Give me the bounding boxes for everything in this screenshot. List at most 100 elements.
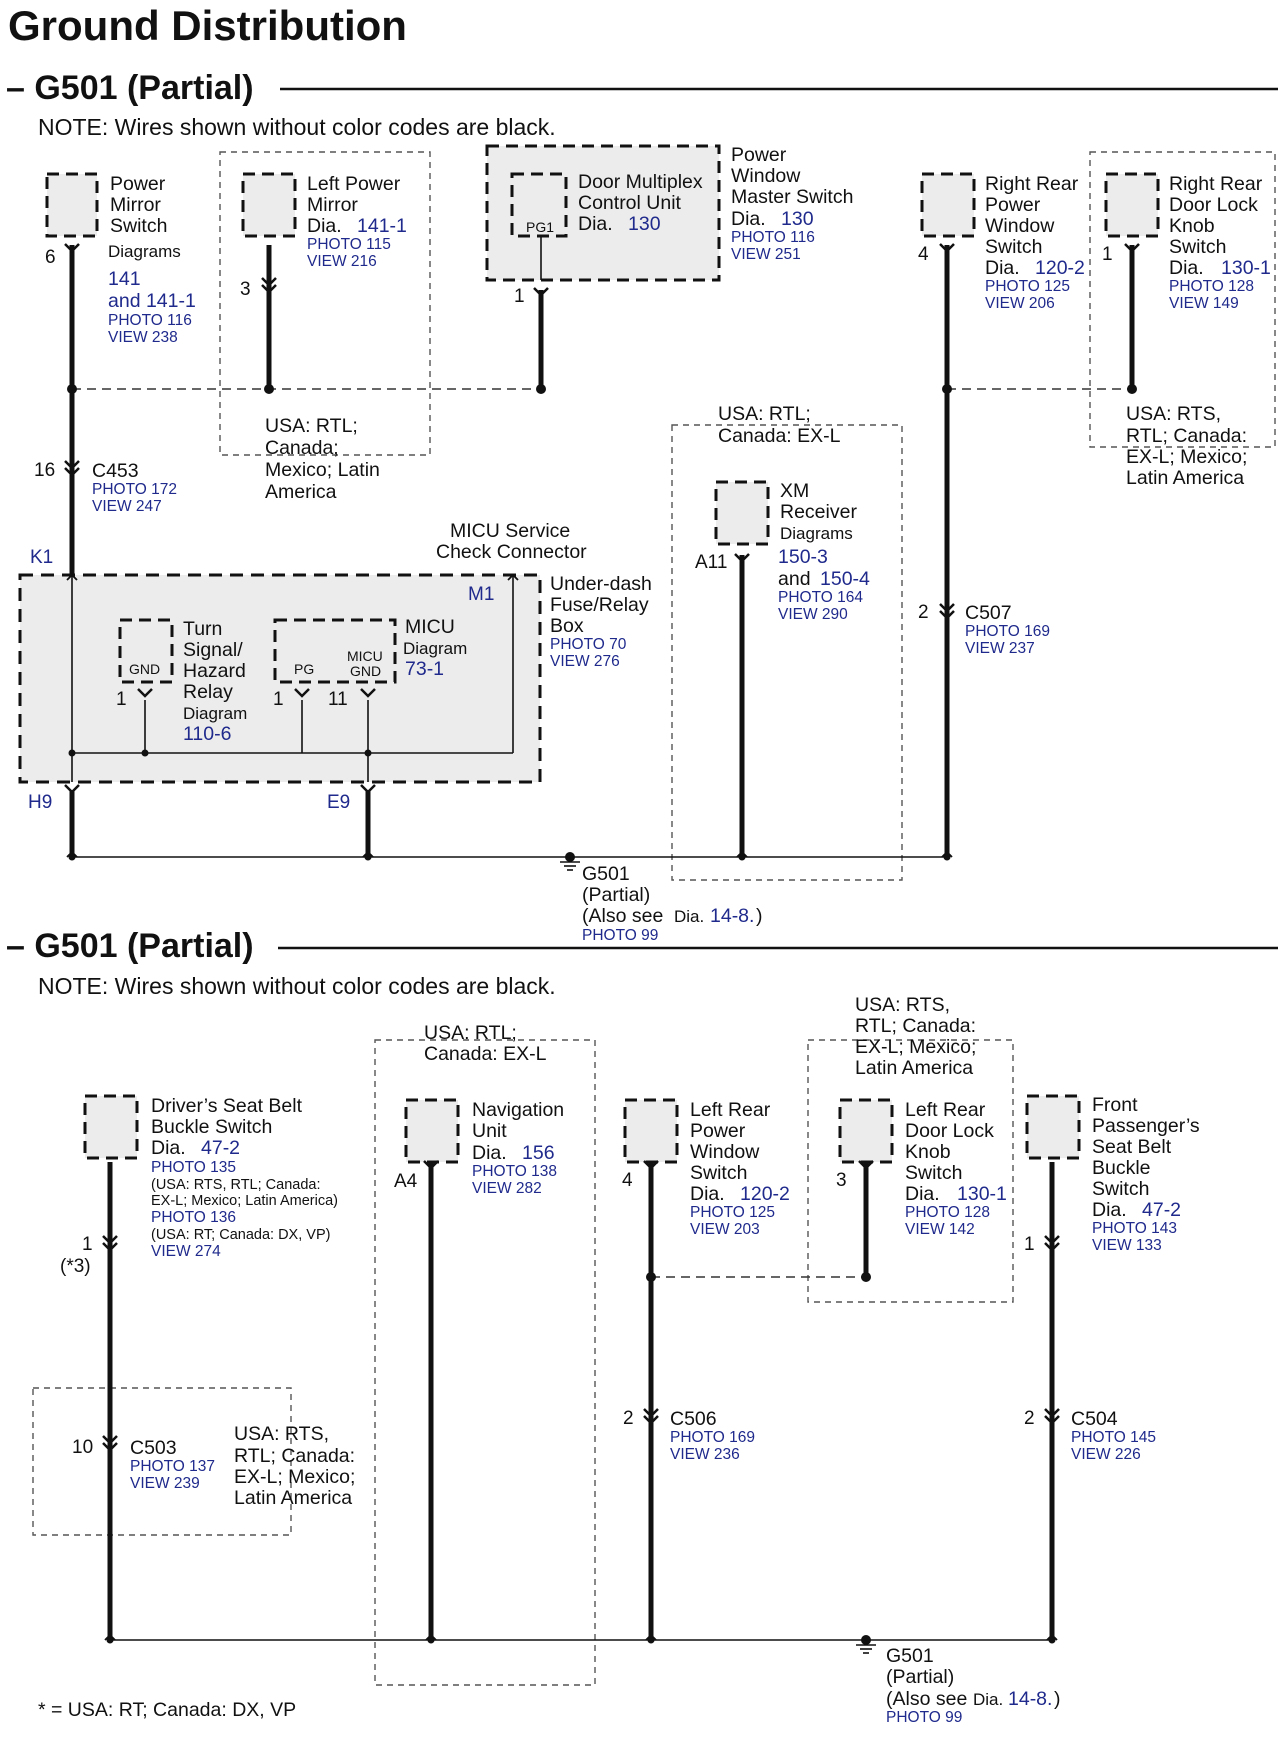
g501-b-dia[interactable]: 14-8. xyxy=(1008,1688,1052,1710)
driver-photo-136[interactable]: PHOTO 136 xyxy=(151,1209,236,1226)
c506-pin: 2 xyxy=(623,1408,634,1429)
c507-photo[interactable]: PHOTO 169 xyxy=(965,623,1050,640)
micu-dia[interactable]: 73-1 xyxy=(405,658,444,680)
c504-view[interactable]: VIEW 226 xyxy=(1071,1446,1141,1463)
c453-view[interactable]: VIEW 247 xyxy=(92,498,162,515)
cap-m1 xyxy=(507,573,519,581)
power-mirror-diagrams: Diagrams xyxy=(108,242,181,261)
turn-signal-relay-box xyxy=(118,618,174,684)
xm-dia-150-4[interactable]: 150-4 xyxy=(820,568,870,590)
term-relay-gnd xyxy=(137,688,153,698)
cap-ground-4 xyxy=(941,850,953,858)
rr-lock-view[interactable]: VIEW 149 xyxy=(1169,295,1239,312)
option-box-c503 xyxy=(32,1387,292,1536)
c507-view[interactable]: VIEW 237 xyxy=(965,640,1035,657)
rr-window-dia[interactable]: 120-2 xyxy=(1035,257,1085,279)
option-left-mirror-text: USA: RTL; Canada; Mexico; Latin America xyxy=(265,415,385,503)
term-left-mirror xyxy=(261,277,277,294)
micu-box xyxy=(273,618,397,684)
c506-view[interactable]: VIEW 236 xyxy=(670,1446,740,1463)
driver-belt-label: Driver’s Seat Belt Buckle Switch xyxy=(151,1095,307,1138)
conn-c453 xyxy=(64,460,80,477)
section2-heading: – G501 (Partial) xyxy=(6,927,254,965)
front-pass-belt-box xyxy=(1025,1094,1081,1160)
fp-belt-photo[interactable]: PHOTO 143 xyxy=(1092,1220,1177,1237)
c506-photo[interactable]: PHOTO 169 xyxy=(670,1429,755,1446)
driver-pin-note: (*3) xyxy=(60,1256,91,1277)
underdash-view[interactable]: VIEW 276 xyxy=(550,653,620,670)
door-multiplex-dia[interactable]: 130 xyxy=(628,213,661,235)
left-mirror-dia[interactable]: 141-1 xyxy=(357,215,407,237)
c503-name: C503 xyxy=(130,1437,177,1459)
power-mirror-photo[interactable]: PHOTO 116 xyxy=(108,312,192,329)
rr-lock-dia[interactable]: 130-1 xyxy=(1221,257,1271,279)
cap-ground-1 xyxy=(66,850,78,858)
g501-a-photo[interactable]: PHOTO 99 xyxy=(582,927,658,944)
term-lr-window xyxy=(643,1160,659,1170)
left-power-mirror-label: Left Power Mirror xyxy=(307,173,406,216)
driver-dia[interactable]: 47-2 xyxy=(201,1137,240,1159)
fp-belt-dia[interactable]: 47-2 xyxy=(1142,1199,1181,1221)
conn-c507 xyxy=(939,603,955,620)
nav-view[interactable]: VIEW 282 xyxy=(472,1180,542,1197)
g501-b-photo[interactable]: PHOTO 99 xyxy=(886,1709,962,1726)
relay-dia[interactable]: 110-6 xyxy=(183,723,231,745)
term-h9 xyxy=(64,784,80,794)
g501-a-dia[interactable]: 14-8. xyxy=(710,905,754,927)
fp-belt-view[interactable]: VIEW 133 xyxy=(1092,1237,1162,1254)
rr-window-photo[interactable]: PHOTO 125 xyxy=(985,278,1070,295)
master-dia[interactable]: 130 xyxy=(781,208,814,230)
driver-belt-box xyxy=(83,1094,139,1160)
rr-window-view[interactable]: VIEW 206 xyxy=(985,295,1055,312)
xm-photo[interactable]: PHOTO 164 xyxy=(778,589,863,606)
xm-dia-150-3[interactable]: 150-3 xyxy=(778,546,828,568)
underdash-fuse-box xyxy=(18,573,542,784)
c503-photo[interactable]: PHOTO 137 xyxy=(130,1458,215,1475)
c504-photo[interactable]: PHOTO 145 xyxy=(1071,1429,1156,1446)
e9-pin: E9 xyxy=(327,792,350,813)
c503-pin: 10 xyxy=(72,1437,93,1458)
connector-symbols xyxy=(64,243,1140,1641)
driver-photo-135-note: (USA: RTS, RTL; Canada: EX-L; Mexico; La… xyxy=(151,1177,338,1209)
lr-lock-view[interactable]: VIEW 142 xyxy=(905,1221,975,1238)
option-box-right-rear-lock xyxy=(1089,151,1276,448)
driver-photo-135[interactable]: PHOTO 135 xyxy=(151,1159,236,1176)
underdash-photo[interactable]: PHOTO 70 xyxy=(550,636,627,653)
power-mirror-view[interactable]: VIEW 238 xyxy=(108,329,178,346)
micu-name: MICU xyxy=(405,616,455,638)
term-rr-lock xyxy=(1124,243,1140,253)
micu-diagram-label: Diagram xyxy=(403,639,467,658)
option-nav-text: USA: RTL; Canada: EX-L xyxy=(424,1022,547,1065)
master-photo[interactable]: PHOTO 116 xyxy=(731,229,815,246)
c504-name: C504 xyxy=(1071,1408,1118,1430)
lr-lock-dia[interactable]: 130-1 xyxy=(957,1183,1007,1205)
driver-pin: 1 xyxy=(82,1234,93,1255)
power-mirror-dia-141-1[interactable]: and 141-1 xyxy=(108,290,196,312)
option-box-nav xyxy=(374,1039,596,1686)
master-view[interactable]: VIEW 251 xyxy=(731,246,801,263)
nav-photo[interactable]: PHOTO 138 xyxy=(472,1163,557,1180)
rr-window-pin: 4 xyxy=(918,244,929,265)
xm-receiver-label: XM Receiver xyxy=(780,480,857,523)
driver-view[interactable]: VIEW 274 xyxy=(151,1243,221,1260)
rr-lock-photo[interactable]: PHOTO 128 xyxy=(1169,278,1254,295)
right-rear-window-box xyxy=(920,172,976,238)
lr-window-view[interactable]: VIEW 203 xyxy=(690,1221,760,1238)
xm-view[interactable]: VIEW 290 xyxy=(778,606,848,623)
xm-pin: A11 xyxy=(695,552,727,573)
xm-dia-and: and xyxy=(778,568,811,590)
c453-photo[interactable]: PHOTO 172 xyxy=(92,481,177,498)
c503-view[interactable]: VIEW 239 xyxy=(130,1475,200,1492)
nav-dia[interactable]: 156 xyxy=(522,1142,555,1164)
left-mirror-view[interactable]: VIEW 216 xyxy=(307,253,377,270)
section1-note: NOTE: Wires shown without color codes ar… xyxy=(38,114,556,140)
lr-window-dia[interactable]: 120-2 xyxy=(740,1183,790,1205)
lr-lock-photo[interactable]: PHOTO 128 xyxy=(905,1204,990,1221)
h9-pin: H9 xyxy=(28,792,52,813)
power-mirror-dia-141[interactable]: 141 xyxy=(108,268,141,290)
left-rear-window-box xyxy=(623,1098,679,1164)
lr-window-photo[interactable]: PHOTO 125 xyxy=(690,1204,775,1221)
term-xm xyxy=(734,553,750,563)
left-mirror-photo[interactable]: PHOTO 115 xyxy=(307,236,391,253)
g501-a-dia-prefix: Dia. xyxy=(674,907,704,926)
